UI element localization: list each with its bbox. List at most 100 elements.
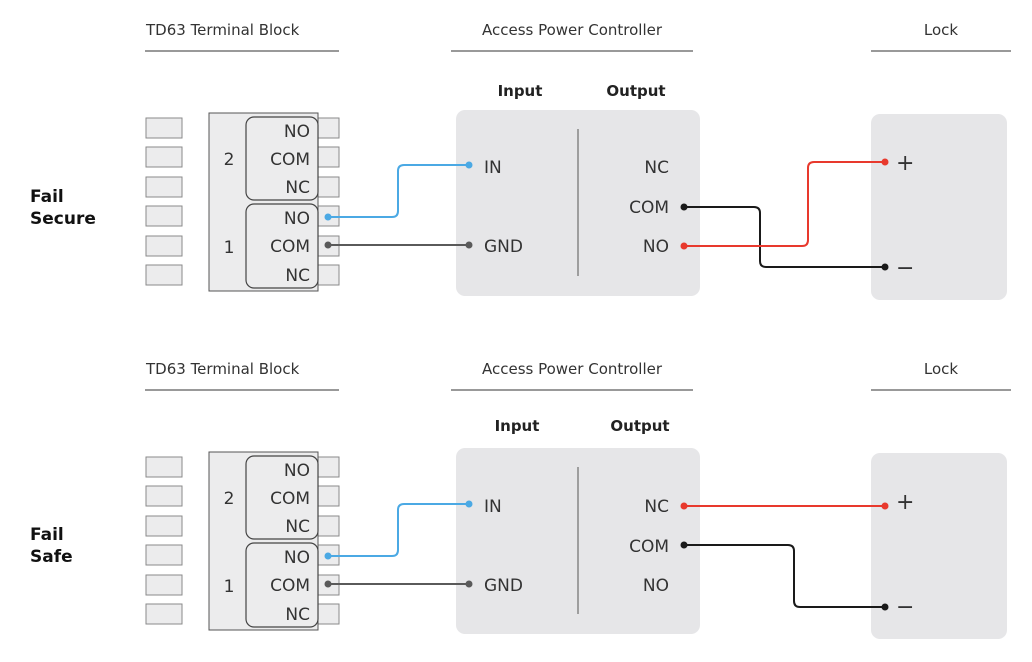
connector-fin [145, 264, 183, 286]
wire-endpoint [324, 241, 332, 249]
input-gnd-label: GND [484, 237, 523, 257]
relay-group-1-number: 1 [224, 577, 235, 597]
connector-fin [145, 485, 183, 507]
output-no-label: NO [643, 576, 669, 596]
wire-endpoint [465, 161, 473, 169]
wires [324, 158, 889, 271]
output-com-label: COM [629, 198, 669, 218]
relay-group-2-frame [245, 455, 319, 540]
negative-wire [684, 544, 885, 608]
terminal-block-title: TD63 Terminal Block [145, 360, 300, 378]
pin-nc-2: NC [285, 517, 310, 537]
lock-title: Lock [924, 21, 959, 39]
pin-no-2: NO [284, 122, 310, 142]
connector-fin [145, 176, 183, 198]
lock-panel: + − [871, 453, 1007, 639]
wire-endpoint [881, 158, 889, 166]
connector-fin [145, 574, 183, 596]
fail-secure-section: TD63 Terminal Block Access Power Control… [30, 21, 1011, 300]
controller-title: Access Power Controller [482, 360, 663, 378]
wire-endpoint [324, 552, 332, 560]
wire-endpoint [680, 203, 688, 211]
controller-panel: Input Output IN GND NC COM NO [456, 417, 700, 634]
input-in-label: IN [484, 158, 502, 178]
lock-plus-label: + [896, 490, 914, 515]
connector-tab [317, 603, 340, 625]
connector-fin [145, 117, 183, 139]
controller-panel: Input Output IN GND NC COM NO [456, 82, 700, 296]
connector-tab [317, 515, 340, 537]
connector-tab [317, 264, 340, 286]
wire-endpoint [680, 541, 688, 549]
connector-fin [145, 146, 183, 168]
pin-com-1: COM [270, 576, 310, 596]
terminal-block-title: TD63 Terminal Block [145, 21, 300, 39]
pin-com-1: COM [270, 237, 310, 257]
connector-tab [317, 176, 340, 198]
wire-endpoint [465, 500, 473, 508]
connector-fin [145, 235, 183, 257]
pin-no-1: NO [284, 209, 310, 229]
connector-fin [145, 456, 183, 478]
pin-com-2: COM [270, 489, 310, 509]
fail-safe-section: TD63 Terminal Block Access Power Control… [30, 360, 1011, 639]
wire-endpoint [465, 241, 473, 249]
lock-box [871, 114, 1007, 300]
connector-fin [145, 515, 183, 537]
mode-label-line2: Secure [30, 209, 96, 229]
wire-endpoint [881, 603, 889, 611]
pin-nc-1: NC [285, 605, 310, 625]
signal-wire [328, 164, 469, 218]
relay-group-2-number: 2 [224, 489, 235, 509]
wire-endpoint [881, 502, 889, 510]
output-com-label: COM [629, 537, 669, 557]
input-header: Input [498, 82, 543, 100]
wire-endpoint [324, 580, 332, 588]
mode-label-line1: Fail [30, 187, 64, 207]
signal-wire [328, 503, 469, 557]
mode-label-line1: Fail [30, 525, 64, 545]
output-header: Output [610, 417, 669, 435]
wire-endpoint [324, 213, 332, 221]
relay-group-1-frame [245, 203, 319, 289]
wire-endpoint [465, 580, 473, 588]
input-in-label: IN [484, 497, 502, 517]
pin-com-2: COM [270, 150, 310, 170]
output-nc-label: NC [644, 497, 669, 517]
output-no-label: NO [643, 237, 669, 257]
negative-wire [684, 206, 885, 268]
output-header: Output [606, 82, 665, 100]
pin-no-2: NO [284, 461, 310, 481]
lock-minus-label: − [896, 256, 914, 281]
lock-plus-label: + [896, 151, 914, 176]
connector-tab [317, 456, 340, 478]
terminal-block-connector: 2 1 NO COM NC NO COM NC [145, 112, 340, 292]
controller-title: Access Power Controller [482, 21, 663, 39]
mode-label-line2: Safe [30, 547, 73, 567]
relay-group-2-frame [245, 116, 319, 201]
positive-wire [684, 161, 885, 247]
wire-endpoint [680, 242, 688, 250]
relay-group-1-number: 1 [224, 238, 235, 258]
input-gnd-label: GND [484, 576, 523, 596]
lock-minus-label: − [896, 595, 914, 620]
input-header: Input [495, 417, 540, 435]
wires [324, 500, 889, 611]
terminal-block-connector: 2 1 NO COM NC NO COM NC [145, 451, 340, 631]
connector-tab [317, 485, 340, 507]
output-nc-label: NC [644, 158, 669, 178]
lock-title: Lock [924, 360, 959, 378]
pin-nc-1: NC [285, 266, 310, 286]
lock-panel: + − [871, 114, 1007, 300]
lock-box [871, 453, 1007, 639]
connector-tab [317, 117, 340, 139]
relay-group-1-frame [245, 542, 319, 628]
pin-no-1: NO [284, 548, 310, 568]
connector-fin [145, 603, 183, 625]
connector-fin [145, 205, 183, 227]
relay-group-2-number: 2 [224, 150, 235, 170]
wire-endpoint [881, 263, 889, 271]
wire-endpoint [680, 502, 688, 510]
pin-nc-2: NC [285, 178, 310, 198]
